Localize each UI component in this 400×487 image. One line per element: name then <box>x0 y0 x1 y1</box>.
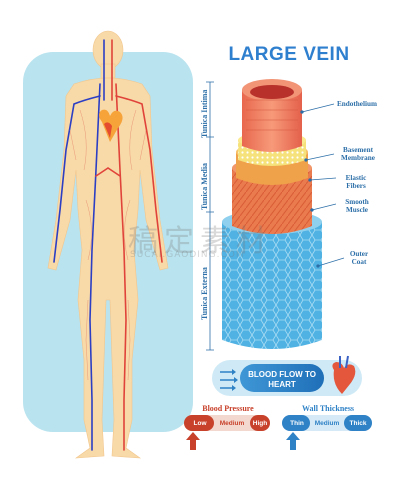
layer-label-externa: Tunica Externa <box>200 267 209 320</box>
tunica-bracket <box>206 81 214 351</box>
wall-thickness-thin: Thin <box>290 420 304 427</box>
label-basement-membrane: Basement Membrane <box>341 146 375 162</box>
label-endothelium: Endothelium <box>337 100 377 108</box>
label-smooth-muscle: Smooth Muscle <box>345 198 369 214</box>
wall-thickness-title: Wall Thickness <box>301 404 355 413</box>
blood-pressure-high: High <box>252 420 268 427</box>
endothelium-layer <box>242 90 302 152</box>
blood-flow-indicator <box>212 355 362 396</box>
blood-pressure-scale <box>184 415 270 450</box>
label-elastic-fibers: Elastic Fibers <box>345 174 367 190</box>
wall-thickness-thick: Thick <box>349 420 367 427</box>
smooth-muscle-layer <box>232 168 312 234</box>
watermark-url: SUCAI.GAODING.COM <box>130 250 245 260</box>
layer-label-media: Tunica Media <box>200 162 209 210</box>
wall-thickness-medium: Medium <box>314 420 340 427</box>
diagram-title: LARGE VEIN <box>228 44 350 65</box>
blood-pressure-title: Blood Pressure <box>202 404 254 413</box>
circulatory-lines <box>53 39 163 451</box>
label-outer-coat: Outer Coat <box>349 250 369 266</box>
vessel-cross-section <box>222 79 322 349</box>
outer-coat-layer <box>222 222 322 349</box>
watermark: 稿定素材 <box>128 224 272 259</box>
layer-label-intima: Tunica Intima <box>200 89 209 138</box>
blood-pressure-medium: Medium <box>219 420 245 427</box>
heart-icon <box>99 109 123 142</box>
blood-pressure-low: Low <box>193 420 207 427</box>
blood-flow-label: BLOOD FLOW TO HEART <box>248 370 316 389</box>
heart-icon-small <box>332 362 356 394</box>
wall-thickness-scale <box>282 415 372 450</box>
thin-vessels <box>69 109 147 381</box>
label-pointers <box>300 103 345 268</box>
